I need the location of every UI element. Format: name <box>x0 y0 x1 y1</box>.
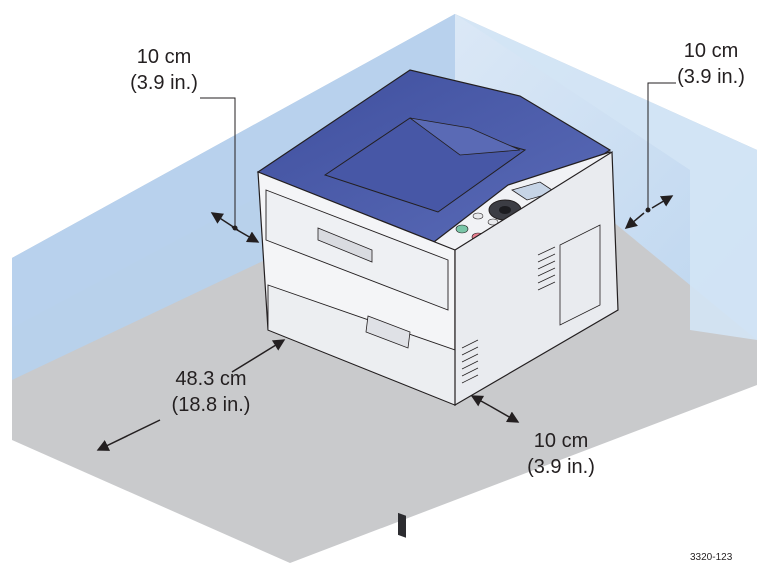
left-wall <box>12 14 455 380</box>
left-clearance-metric: 10 cm <box>136 46 192 68</box>
right-wall <box>455 14 757 340</box>
printer-right-side <box>454 150 619 407</box>
right-clearance-label: 10 cm (3.9 in.) <box>666 38 756 90</box>
right-clearance-metric: 10 cm <box>683 40 739 62</box>
front-door-handle <box>317 227 373 263</box>
right-clearance-dimension <box>624 82 676 229</box>
front-clearance-label: 10 cm (3.9 in.) <box>514 428 608 480</box>
front-clearance-metric: 10 cm <box>533 430 589 452</box>
length-metric: 48.3 cm <box>175 368 247 390</box>
figure-id: 3320-123 <box>690 552 733 563</box>
length-dimension <box>96 339 286 451</box>
left-clearance-dimension <box>200 97 260 243</box>
left-clearance-label: 10 cm (3.9 in.) <box>118 44 210 96</box>
length-imperial: (18.8 in.) <box>171 394 251 416</box>
right-clearance-imperial: (3.9 in.) <box>677 66 745 88</box>
green-button <box>455 224 469 234</box>
length-label: 48.3 cm (18.8 in.) <box>155 366 267 418</box>
front-clearance-imperial: (3.9 in.) <box>527 456 595 478</box>
left-clearance-imperial: (3.9 in.) <box>130 72 198 94</box>
printer <box>256 69 619 538</box>
front-clearance-dimension <box>470 395 520 423</box>
